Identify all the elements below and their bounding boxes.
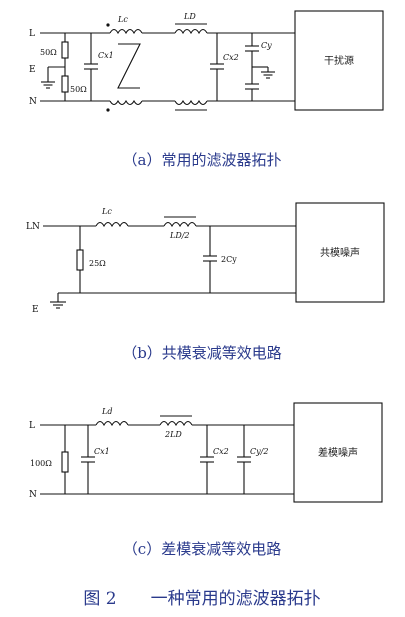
caption-b: （b）共模衰减等效电路 <box>122 344 282 362</box>
polarity-dot-top <box>106 23 110 27</box>
label-r-top-a: 50Ω <box>40 48 57 57</box>
caption-a: （a）常用的滤波器拓扑 <box>123 151 282 169</box>
inductor-ld-small-c <box>95 420 129 427</box>
resistor-50-top <box>61 41 69 59</box>
diagram-a: L E N 50Ω 50Ω Cx1 Lc LD Cx2 Cy 干扰源 （a）常用… <box>29 10 384 169</box>
caption-c: （c）差模衰减等效电路 <box>123 540 281 558</box>
inductor-lc-bottom <box>109 99 143 106</box>
label-source-c: 差模噪声 <box>318 446 358 459</box>
label-source-b: 共模噪声 <box>320 246 360 259</box>
noise-source-box-a <box>294 10 384 111</box>
label-cx1-c: Cx1 <box>94 447 110 456</box>
node-label-e-a: E <box>29 65 36 75</box>
polarity-dot-bottom <box>106 108 110 112</box>
inductor-lc-top <box>109 28 143 35</box>
diagram-c: L N 100Ω Ld 2LD Cx1 Cx2 Cy/2 差模噪声 （c）差模衰… <box>29 402 383 558</box>
label-2ld-c: 2LD <box>164 430 182 439</box>
node-label-l-a: L <box>29 29 35 39</box>
node-label-e-b: E <box>32 305 39 315</box>
common-mode-core <box>117 43 141 89</box>
label-cx2-a: Cx2 <box>223 53 239 62</box>
label-ld-a: LD <box>183 12 196 21</box>
label-r-b: 25Ω <box>89 259 106 268</box>
inductor-ld-top <box>174 28 208 35</box>
node-label-n-c: N <box>29 490 37 500</box>
label-lc-b: Lc <box>101 207 112 216</box>
label-lc-a: Lc <box>117 15 128 24</box>
inductor-ld-b <box>163 221 197 228</box>
label-r-c: 100Ω <box>30 459 52 468</box>
resistor-25 <box>76 249 84 271</box>
noise-source-box-b <box>295 202 385 303</box>
diagram-b: LN E Lc LD/2 25Ω 2Cy 共模噪声 （b）共模衰减等效电路 <box>26 202 385 362</box>
inductor-ld-bottom <box>174 99 208 106</box>
node-label-l-c: L <box>29 421 35 431</box>
label-cx1-a: Cx1 <box>98 51 114 60</box>
label-ld-small-c: Ld <box>101 407 112 416</box>
label-cy-c: Cy/2 <box>250 447 268 456</box>
inductor-2ld-c <box>159 420 193 427</box>
noise-source-box-c <box>293 402 383 503</box>
label-cy-a: Cy <box>261 41 272 50</box>
label-cx2-c: Cx2 <box>213 447 229 456</box>
resistor-50-bottom <box>61 75 69 93</box>
resistor-100 <box>61 451 69 473</box>
label-r-bottom-a: 50Ω <box>70 85 87 94</box>
node-label-n-a: N <box>29 97 37 107</box>
label-cap-b: 2Cy <box>221 255 237 264</box>
label-ld-b: LD/2 <box>169 231 190 240</box>
label-source-a: 干扰源 <box>324 54 354 67</box>
node-label-ln-b: LN <box>26 222 40 232</box>
figure-caption: 图 2 一种常用的滤波器拓扑 <box>83 589 320 609</box>
inductor-lc-b <box>95 221 129 228</box>
